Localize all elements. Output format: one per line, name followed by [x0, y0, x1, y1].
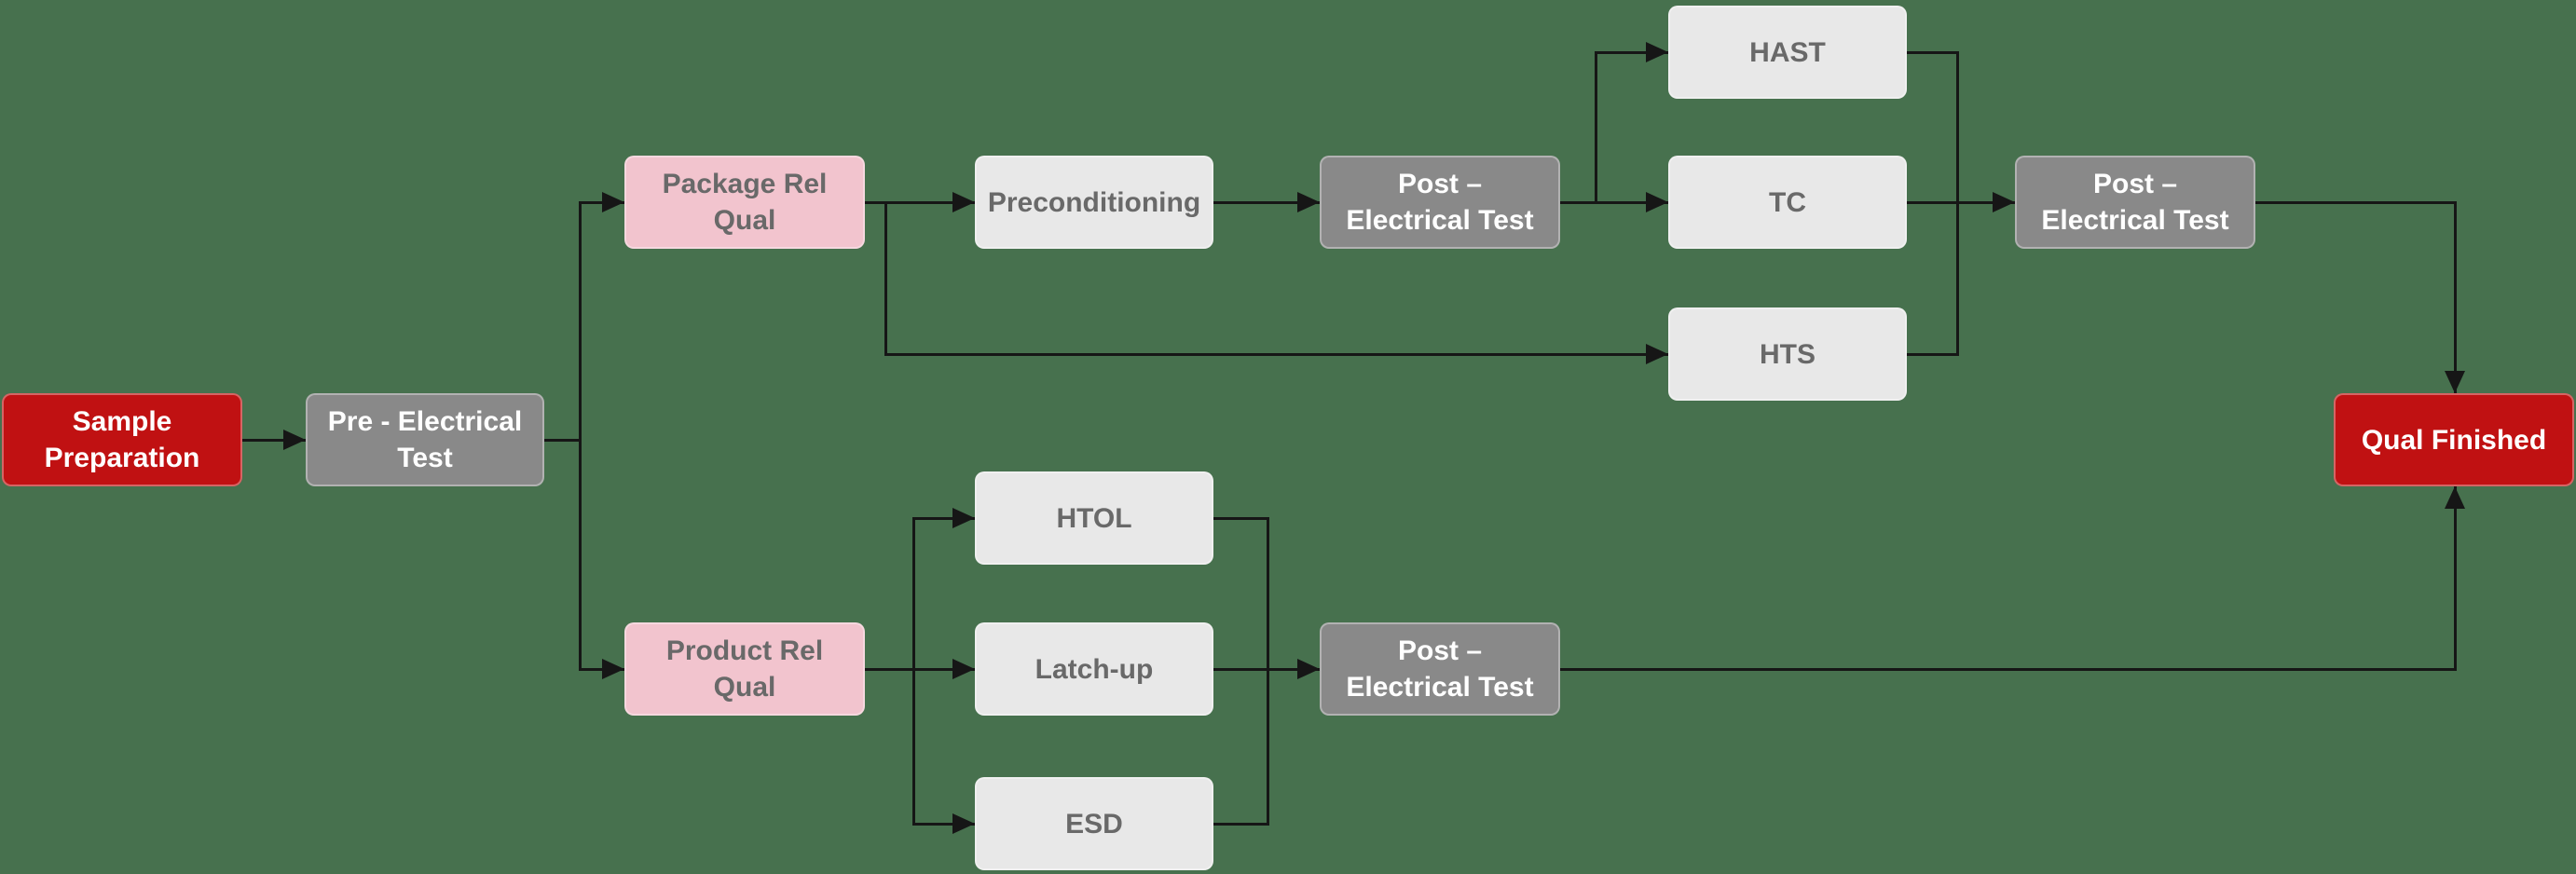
edge-segment	[578, 438, 582, 671]
node-label: Product Rel Qual	[665, 635, 824, 703]
node-sample-preparation: Sample Preparation	[2, 393, 242, 486]
node-label: Qual Finished	[2361, 424, 2547, 456]
arrowhead	[1297, 659, 1320, 679]
node-esd: ESD	[975, 777, 1213, 870]
edge-segment	[1905, 352, 1959, 356]
node-post-electrical-test-1: Post – Electrical Test	[1320, 156, 1560, 249]
node-label: Pre - Electrical Test	[327, 406, 523, 473]
edge-segment	[863, 667, 977, 671]
edge-segment	[1905, 50, 1959, 54]
node-label: Post – Electrical Test	[2041, 169, 2229, 236]
edge-segment	[1212, 667, 1322, 671]
node-label: Package Rel Qual	[662, 169, 828, 236]
arrowhead	[952, 508, 975, 528]
arrowhead	[1993, 192, 2015, 212]
node-label: Preconditioning	[987, 186, 1201, 218]
arrowhead	[2445, 371, 2465, 393]
edge-segment	[863, 200, 977, 204]
node-label: HTOL	[1056, 502, 1132, 534]
node-label: HAST	[1749, 36, 1826, 68]
edge-segment	[884, 200, 887, 356]
edge-segment	[1594, 50, 1670, 54]
node-label: ESD	[1065, 808, 1123, 840]
edge-segment	[240, 438, 308, 442]
node-product-rel-qual: Product Rel Qual	[624, 622, 865, 716]
edge-segment	[911, 516, 977, 520]
node-label: HTS	[1760, 338, 1816, 370]
arrowhead	[952, 659, 975, 679]
arrowhead	[602, 659, 624, 679]
node-post-electrical-test-3: Post – Electrical Test	[1320, 622, 1560, 716]
node-qual-finished: Qual Finished	[2334, 393, 2574, 486]
arrowhead	[283, 430, 306, 450]
edge-segment	[1955, 200, 1959, 356]
edge-segment	[911, 822, 977, 826]
edge-segment	[542, 438, 582, 442]
edge-segment	[578, 200, 582, 442]
node-htol: HTOL	[975, 471, 1213, 565]
node-label: Post – Electrical Test	[1346, 169, 1534, 236]
node-tc: TC	[1668, 156, 1907, 249]
node-hts: HTS	[1668, 307, 1907, 401]
node-pre-electrical-test: Pre - Electrical Test	[306, 393, 544, 486]
edge-segment	[1905, 200, 2017, 204]
edge-segment	[1594, 50, 1597, 204]
node-post-electrical-test-2: Post – Electrical Test	[2015, 156, 2255, 249]
edge-segment	[884, 352, 1670, 356]
edge-segment	[1558, 200, 1670, 204]
arrowhead	[952, 813, 975, 834]
node-label: Post – Electrical Test	[1346, 635, 1534, 703]
edge-segment	[1212, 200, 1322, 204]
arrowhead	[952, 192, 975, 212]
arrowhead	[1646, 42, 1668, 62]
arrowhead	[602, 192, 624, 212]
arrowhead	[1646, 344, 1668, 364]
edge-segment	[1212, 822, 1269, 826]
edge-segment	[911, 516, 915, 671]
node-hast: HAST	[1668, 6, 1907, 99]
node-label: Latch-up	[1035, 653, 1154, 685]
node-latch-up: Latch-up	[975, 622, 1213, 716]
node-package-rel-qual: Package Rel Qual	[624, 156, 865, 249]
arrowhead	[1646, 192, 1668, 212]
edge-segment	[2453, 485, 2457, 671]
edge-segment	[2254, 200, 2457, 204]
edge-segment	[1558, 667, 2457, 671]
edge-segment	[1266, 516, 1269, 671]
node-label: TC	[1769, 186, 1806, 218]
node-preconditioning: Preconditioning	[975, 156, 1213, 249]
node-label: Sample Preparation	[44, 406, 200, 473]
edge-segment	[2453, 200, 2457, 395]
arrowhead	[1297, 192, 1320, 212]
edge-segment	[1266, 667, 1269, 826]
arrowhead	[2445, 486, 2465, 509]
edge-segment	[911, 667, 915, 826]
edge-segment	[1955, 50, 1959, 204]
edge-segment	[1212, 516, 1269, 520]
